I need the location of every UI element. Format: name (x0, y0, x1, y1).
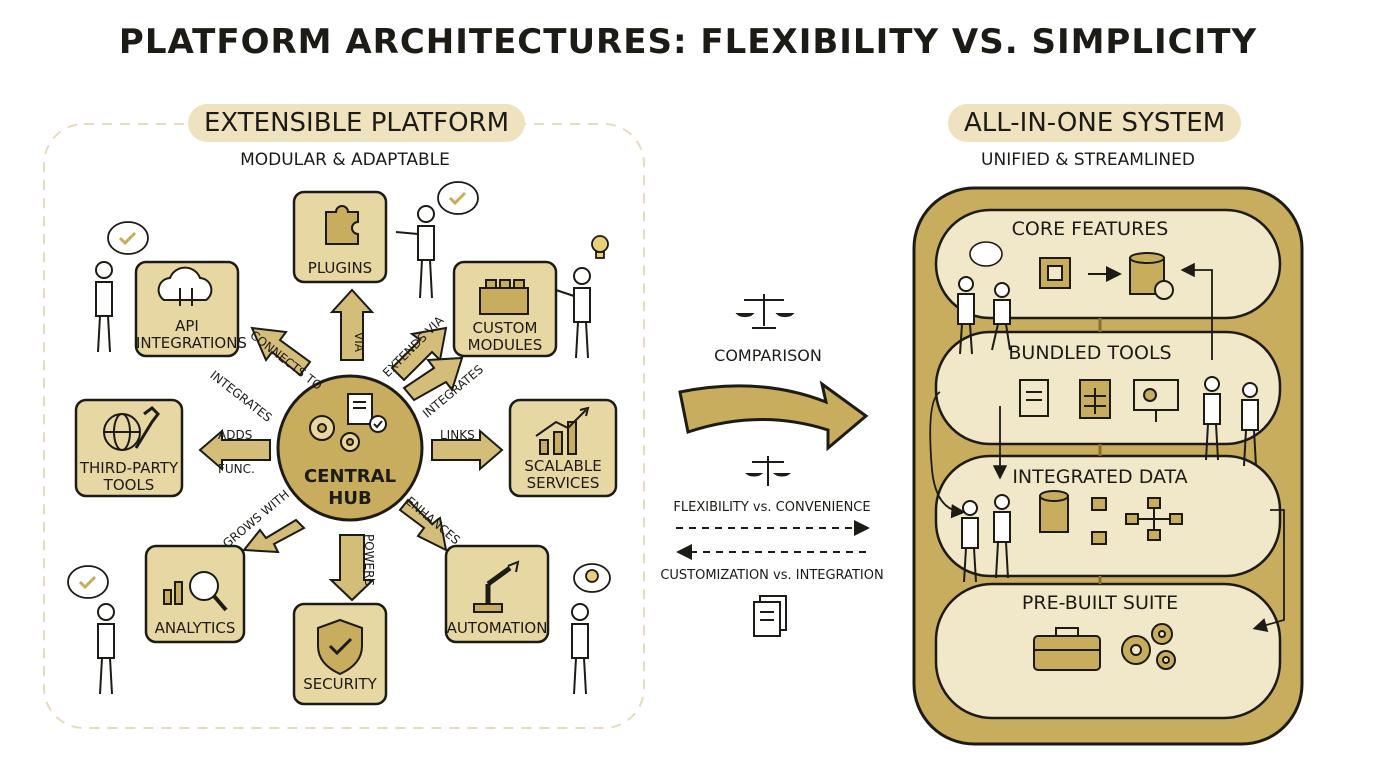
person-analytics (97, 603, 115, 695)
module-api-label: API INTEGRATIONS (136, 317, 247, 352)
document-icon (753, 595, 787, 637)
connector-adds: ADDS (218, 428, 253, 442)
comparison-arrow (678, 380, 869, 452)
lego-brick-icon (479, 279, 529, 315)
presentation-icon (1133, 379, 1179, 422)
hub-arrows (198, 288, 504, 602)
right-people (957, 276, 1259, 583)
cloud-icon (157, 266, 213, 306)
module-analytics-label: ANALYTICS (154, 619, 236, 637)
all-in-one-heading: ALL-IN-ONE SYSTEM (948, 104, 1242, 142)
person-bundled-1 (1203, 376, 1221, 461)
speech-bubble-icon (969, 241, 1003, 267)
module-security-label: SECURITY (303, 675, 377, 693)
scale-icon (735, 294, 795, 486)
connector-via: VIA (352, 332, 366, 352)
person-custom (555, 267, 591, 359)
connector-links: LINKS (440, 428, 475, 442)
comparison-label: COMPARISON (714, 346, 822, 365)
puzzle-icon (325, 205, 359, 245)
person-core-2 (991, 282, 1011, 351)
module-scalable-label: SCALABLE SERVICES (524, 457, 602, 492)
module-custom-label: CUSTOM MODULES (467, 319, 543, 354)
chip-icon (1039, 257, 1071, 289)
gears-document-icon (309, 393, 387, 452)
segment-pre-built-suite: PRE-BUILT SUITE (1021, 592, 1179, 614)
person-bundled-2 (1241, 382, 1259, 467)
gears-icon (1121, 623, 1176, 670)
extensible-platform-heading: EXTENSIBLE PLATFORM (188, 104, 526, 142)
person-data-2 (993, 494, 1011, 579)
segment-bundled-tools: BUNDLED TOOLS (1008, 342, 1172, 364)
flow-lines (929, 262, 1285, 632)
person-automation (571, 603, 589, 695)
segment-core-features: CORE FEATURES (1011, 218, 1169, 240)
module-plugins-label: PLUGINS (307, 259, 373, 277)
spreadsheet-icon (1019, 379, 1111, 419)
customization-vs-integration-label: CUSTOMIZATION vs. INTEGRATION (660, 568, 884, 583)
extensible-platform-subtitle: MODULAR & ADAPTABLE (240, 150, 450, 170)
magnifier-chart-icon (163, 571, 228, 612)
module-thirdparty-label: THIRD-PARTY TOOLS (79, 459, 179, 494)
people (95, 205, 591, 695)
database-icon (1039, 252, 1174, 545)
person-plugins (395, 205, 435, 299)
flow-diagram-icon (1125, 497, 1183, 541)
segment-integrated-data: INTEGRATED DATA (1012, 466, 1188, 488)
central-hub-label: CENTRAL HUB (303, 466, 397, 509)
segment-boxes (934, 208, 1282, 720)
growth-chart-icon (535, 406, 590, 455)
connector-powers: POWERS (362, 534, 376, 587)
all-in-one-subtitle: UNIFIED & STREAMLINED (981, 150, 1195, 170)
robot-arm-icon (473, 560, 520, 613)
page-title: PLATFORM ARCHITECTURES: FLEXIBILITY VS. … (118, 22, 1258, 62)
person-data-1 (961, 500, 979, 583)
flexibility-vs-convenience-label: FLEXIBILITY vs. CONVENIENCE (673, 500, 871, 515)
person-api (95, 261, 113, 353)
lightbulb-icon (573, 235, 611, 593)
person-core-1 (957, 276, 975, 355)
shield-check-icon (317, 618, 363, 676)
module-automation-label: AUTOMATION (446, 619, 548, 637)
globe-wrench-icon (103, 406, 160, 451)
connector-func: FUNC. (218, 462, 255, 476)
toolbox-icon (1033, 627, 1101, 671)
